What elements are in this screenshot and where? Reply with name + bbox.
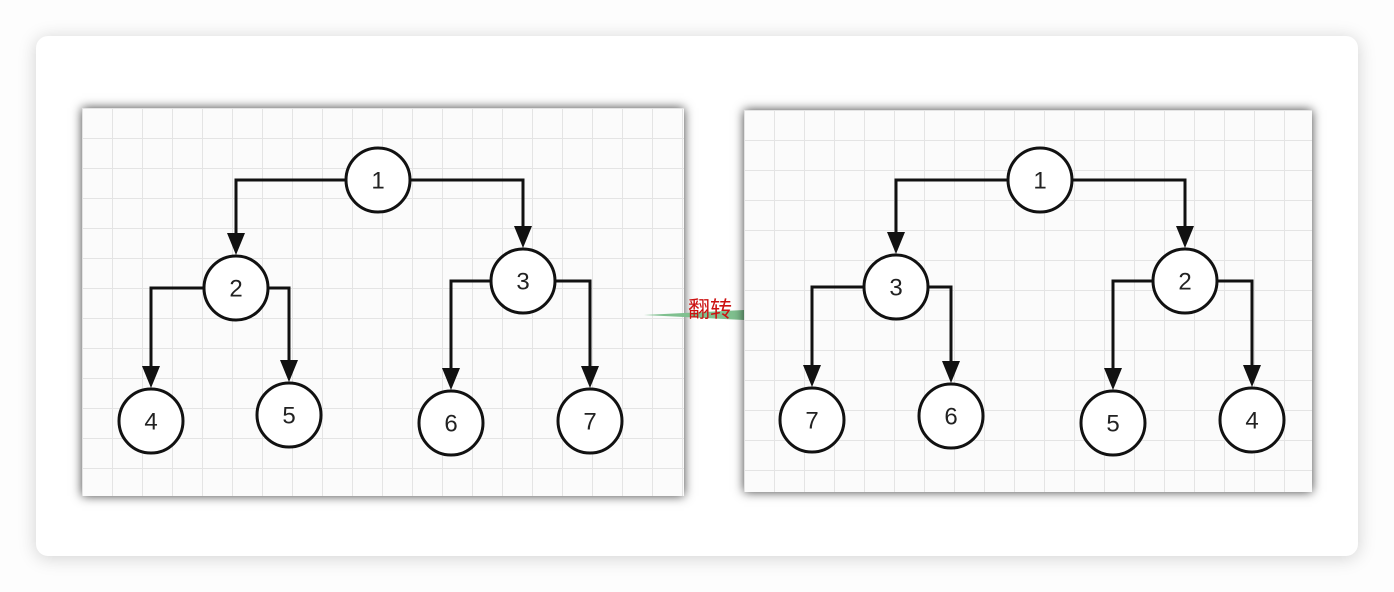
- node-circle: [255, 381, 323, 449]
- tree-edge: [1072, 178, 1187, 234]
- node-circle: [1218, 386, 1286, 454]
- tree-edge: [1111, 279, 1153, 376]
- node-label: 2: [229, 276, 242, 303]
- node-label: 1: [371, 168, 384, 195]
- flipped-tree-diagram: 1 3 2 7 6 5 4: [778, 146, 1286, 457]
- flip-label: 翻转: [688, 298, 733, 323]
- node-label: 3: [889, 275, 902, 302]
- node-circle: [1151, 247, 1219, 315]
- node-label: 1: [1033, 168, 1046, 195]
- node-label: 6: [944, 404, 957, 431]
- tree-node: 4: [1218, 386, 1286, 454]
- tree-node: 5: [1079, 389, 1147, 457]
- tree-edge: [928, 285, 953, 369]
- flip-arrow-icon: [644, 292, 774, 338]
- edge-arrowhead: [887, 232, 905, 254]
- tree-node: 6: [917, 382, 985, 450]
- edge-arrowhead: [1243, 365, 1261, 387]
- node-circle: [344, 146, 412, 214]
- node-circle: [556, 387, 624, 455]
- tree-edge: [449, 279, 491, 376]
- tree-node: 4: [117, 387, 185, 455]
- node-label: 3: [516, 269, 529, 296]
- node-circle: [917, 382, 985, 450]
- edge-arrowhead: [514, 226, 532, 248]
- node-label: 7: [583, 409, 596, 436]
- flipped-tree-panel: 1 3 2 7 6 5 4: [744, 110, 1312, 492]
- node-circle: [778, 386, 846, 454]
- edge-arrowhead: [280, 360, 298, 382]
- tree-node: 1: [1006, 146, 1074, 214]
- edge-arrowhead: [142, 366, 160, 388]
- node-circle: [489, 247, 557, 315]
- node-label: 4: [144, 409, 157, 436]
- tree-node: 2: [202, 254, 270, 322]
- tree-node: 5: [255, 381, 323, 449]
- tree-node: 7: [778, 386, 846, 454]
- original-tree-diagram: 1 2 3 4 5 6 7: [117, 146, 624, 457]
- tree-edge: [555, 279, 592, 374]
- flip-arrow-shape: [644, 292, 774, 338]
- node-circle: [862, 253, 930, 321]
- tree-edge: [1217, 279, 1254, 373]
- tree-edge: [810, 285, 864, 373]
- node-label: 5: [282, 403, 295, 430]
- node-circle: [1006, 146, 1074, 214]
- tree-node: 1: [344, 146, 412, 214]
- node-label: 4: [1245, 408, 1258, 435]
- tree-node: 6: [417, 389, 485, 457]
- tree-node: 7: [556, 387, 624, 455]
- edge-arrowhead: [942, 361, 960, 383]
- edge-arrowhead: [1104, 368, 1122, 390]
- tree-edge: [268, 286, 291, 368]
- tree-node: 3: [862, 253, 930, 321]
- node-label: 5: [1106, 411, 1119, 438]
- node-circle: [417, 389, 485, 457]
- node-label: 7: [805, 408, 818, 435]
- edge-arrowhead: [803, 365, 821, 387]
- tree-node: 2: [1151, 247, 1219, 315]
- node-circle: [117, 387, 185, 455]
- edge-arrowhead: [227, 233, 245, 255]
- original-tree-panel: 1 2 3 4 5 6 7: [82, 108, 684, 496]
- edge-arrowhead: [1176, 226, 1194, 248]
- node-circle: [1079, 389, 1147, 457]
- node-label: 6: [444, 411, 457, 438]
- node-label: 2: [1178, 269, 1191, 296]
- tree-edge: [894, 178, 1008, 240]
- tree-node: 3: [489, 247, 557, 315]
- tree-edge: [410, 178, 525, 234]
- tree-edge: [234, 178, 346, 241]
- node-circle: [202, 254, 270, 322]
- edge-arrowhead: [442, 368, 460, 390]
- edge-arrowhead: [581, 366, 599, 388]
- tree-edge: [149, 286, 204, 374]
